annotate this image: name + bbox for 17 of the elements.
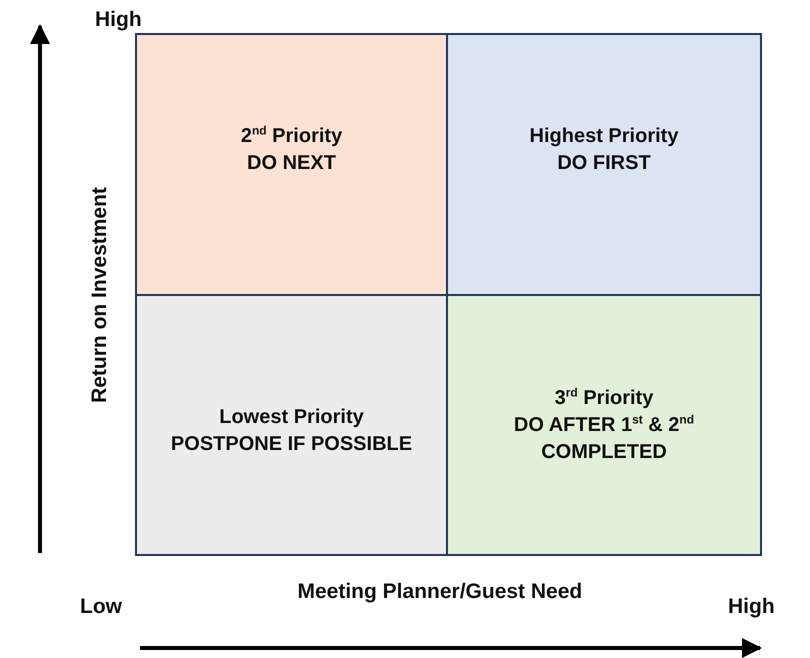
quadrant-heading: Highest Priority xyxy=(530,124,678,148)
axis-end-label: Low xyxy=(80,595,122,619)
quadrant-action: DO FIRST xyxy=(557,150,651,176)
quadrant-heading: Lowest Priority xyxy=(219,405,364,430)
axis-title: Meeting Planner/Guest Need xyxy=(298,580,582,604)
quadrant-box xyxy=(135,33,448,296)
axis-title: Return on Investment xyxy=(88,187,112,403)
quadrant-box xyxy=(446,33,762,296)
quadrant-action: POSTPONE IF POSSIBLE xyxy=(170,432,412,457)
axis-end-label: High xyxy=(95,8,142,32)
quadrant-box xyxy=(446,294,762,556)
quadrant-box xyxy=(135,294,448,556)
axis-end-label: High xyxy=(728,595,775,619)
quadrant-heading: 3$^{rd}$ Priority xyxy=(554,384,654,410)
quadrant-action: DO AFTER 1$^{st}$ & 2$^{nd}$ COMPLETED xyxy=(512,412,696,464)
quadrant-action: DO NEXT xyxy=(247,150,336,176)
quadrant-heading: 2$^{nd}$ Priority xyxy=(240,122,342,148)
